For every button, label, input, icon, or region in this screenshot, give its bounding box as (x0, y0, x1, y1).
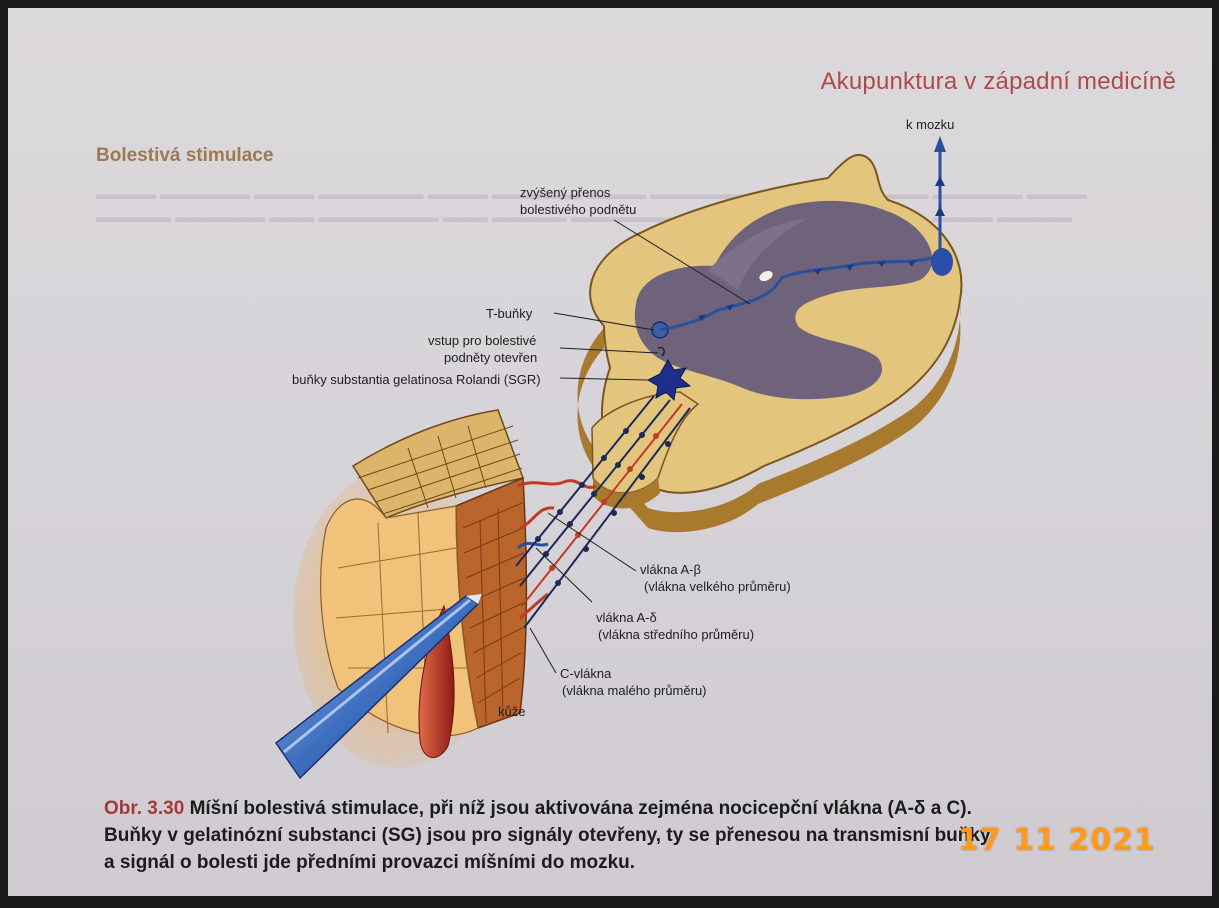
label-c-fiber-1: C-vlákna (560, 665, 611, 682)
label-a-delta-2: (vlákna středního průměru) (598, 626, 754, 643)
label-to-brain: k mozku (906, 116, 954, 133)
label-t-cells: T-buňky (486, 305, 532, 322)
label-a-delta-1: vlákna A-δ (596, 609, 657, 626)
label-input-open-1: vstup pro bolestivé (428, 332, 536, 349)
label-input-open-2: podněty otevřen (444, 349, 537, 366)
label-c-fiber-2: (vlákna malého průměru) (562, 682, 707, 699)
spinal-pain-diagram (8, 8, 1212, 896)
caption-text-1: Míšní bolestivá stimulace, při níž jsou … (190, 798, 972, 819)
figure-number: Obr. 3.30 (104, 798, 184, 819)
label-a-beta-1: vlákna A-β (640, 561, 701, 578)
label-skin: kůže (498, 703, 525, 720)
label-increased-transfer-1: zvýšený přenos (520, 184, 610, 201)
label-a-beta-2: (vlákna velkého průměru) (644, 578, 791, 595)
camera-datestamp: 17 11 2021 (958, 823, 1156, 858)
caption-line-1: Obr. 3.30 Míšní bolestivá stimulace, při… (104, 795, 1184, 822)
label-sgr-cells: buňky substantia gelatinosa Rolandi (SGR… (292, 371, 541, 388)
book-page: Akupunktura v západní medicíně Bolestivá… (8, 8, 1212, 896)
label-increased-transfer-2: bolestivého podnětu (520, 201, 636, 218)
